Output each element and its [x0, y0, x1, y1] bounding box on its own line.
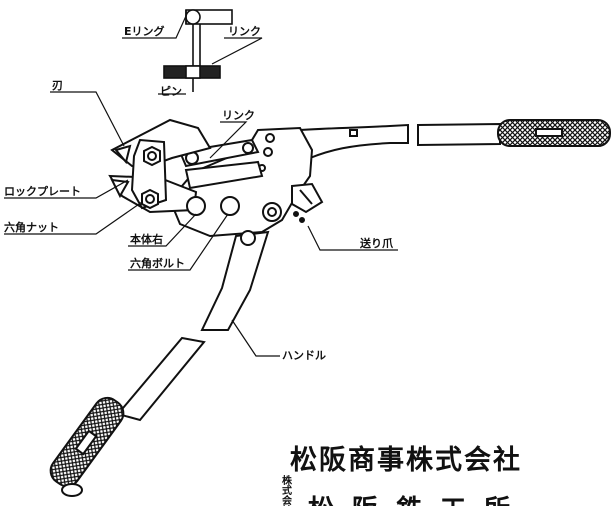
- label-handle: ハンドル: [282, 349, 326, 362]
- label-hex-nut: 六角ナット: [4, 221, 59, 234]
- company-name-trading: 松阪商事株式会社: [290, 445, 522, 476]
- feed-pawl: [291, 182, 324, 223]
- pin-detail: [163, 9, 233, 92]
- label-hex-bolt: 六角ボルト: [130, 257, 185, 270]
- label-pin: ピン: [160, 85, 182, 98]
- label-e-ring: Eリング: [124, 25, 165, 38]
- company-prefix: 株式会社: [282, 476, 292, 506]
- company-name-main: 松阪鉄工所: [308, 495, 528, 506]
- label-feed-pawl: 送り爪: [360, 237, 393, 250]
- label-link: リンク: [222, 109, 255, 122]
- label-link-top: リンク: [228, 25, 261, 38]
- leader-lines: [4, 15, 398, 357]
- lock-plate: [130, 138, 168, 210]
- company-name-ironworks: 株式会社松阪鉄工所: [282, 477, 528, 506]
- label-blade: 刃: [52, 79, 63, 92]
- label-lock-plate: ロックプレート: [4, 185, 81, 198]
- upper-handle: [298, 119, 611, 160]
- link-bar: [178, 138, 260, 168]
- label-body-right: 本体右: [130, 233, 163, 246]
- lower-handle: [49, 230, 270, 497]
- hex-bolts: [186, 196, 282, 246]
